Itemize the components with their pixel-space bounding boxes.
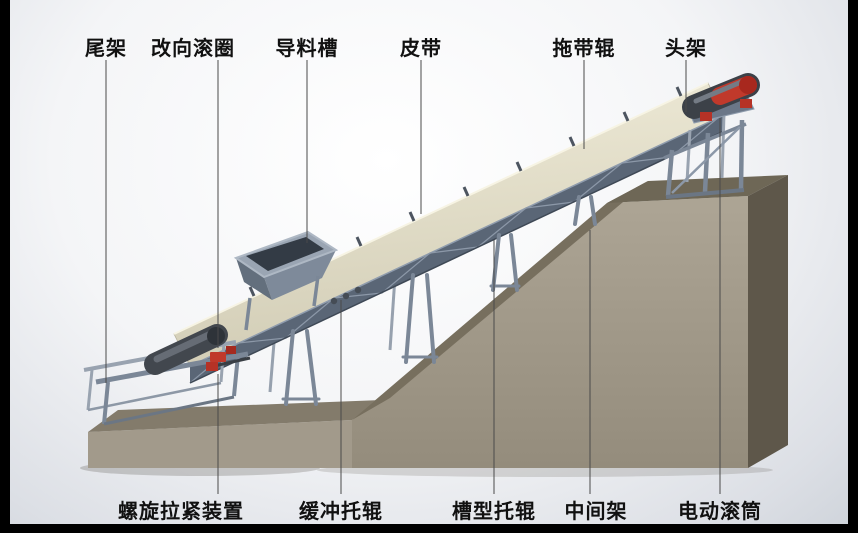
right-frame-bar xyxy=(848,0,858,533)
part-label-return-roller: 拖带辊 xyxy=(552,36,616,60)
part-label-belt: 皮带 xyxy=(400,36,442,60)
screw-tensioner-block xyxy=(210,352,226,362)
bend-pulley-drum xyxy=(144,324,228,375)
part-label-buffer-idler: 缓冲托辊 xyxy=(299,499,383,523)
part-label-guide-chute: 导料槽 xyxy=(275,36,339,60)
part-label-screw-tensioner: 螺旋拉紧装置 xyxy=(118,499,244,523)
part-label-bend-pulley: 改向滚圈 xyxy=(151,36,235,60)
feed-chute xyxy=(233,230,339,331)
truss-stringer xyxy=(189,114,725,384)
left-frame-bar xyxy=(0,0,10,533)
part-label-head-frame: 头架 xyxy=(665,36,707,60)
buffer-idlers xyxy=(330,286,362,305)
part-label-trough-idler: 槽型托辊 xyxy=(452,499,536,523)
leader-lines xyxy=(105,60,721,494)
part-label-middle-frame: 中间架 xyxy=(564,499,628,523)
part-label-tail-frame: 尾架 xyxy=(85,36,127,60)
tail-assembly xyxy=(83,324,251,426)
head-assembly xyxy=(663,73,760,199)
bottom-frame-bar xyxy=(0,524,858,533)
tension-screw-rod xyxy=(213,356,251,368)
part-label-motor-pulley: 电动滚筒 xyxy=(678,499,762,523)
concrete-berm xyxy=(80,175,788,477)
